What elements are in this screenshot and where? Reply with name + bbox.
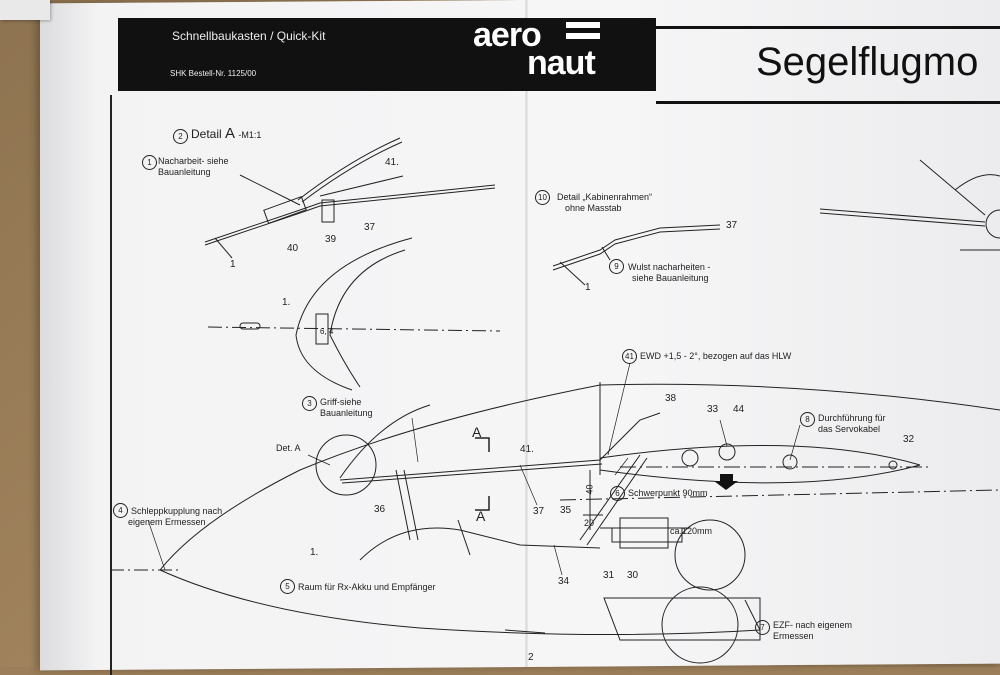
tow-note-line1: Schleppkupplung nach bbox=[131, 506, 223, 516]
section-part-1-label: 1. bbox=[282, 297, 291, 308]
detail-a-ref-label: Det. A bbox=[276, 443, 301, 453]
part-40-label: 40 bbox=[287, 243, 299, 254]
part-39-label: 39 bbox=[325, 234, 337, 245]
part-41-label: 41. bbox=[385, 157, 399, 168]
cg-note: Schwerpunkt 90mm bbox=[628, 488, 708, 498]
dim-20-label: 20 bbox=[584, 518, 595, 528]
fuselage-part-41-label: 41. bbox=[520, 444, 534, 455]
callout-9-badge: 9 bbox=[609, 259, 624, 274]
canopy-section-drawing bbox=[207, 237, 501, 391]
ezf-note-line1: EZF- nach eigenem bbox=[773, 620, 853, 630]
callout-6-badge: 6 bbox=[610, 486, 625, 501]
callout-3-badge: 3 bbox=[302, 396, 317, 411]
part-38-label: 38 bbox=[665, 393, 677, 404]
part-35-label: 35 bbox=[560, 505, 572, 516]
cabin-detail-line2: ohne Masstab bbox=[565, 203, 622, 213]
cabin-detail-drawing bbox=[552, 224, 721, 286]
callout-8-badge: 8 bbox=[800, 412, 815, 427]
part-2-label: 2 bbox=[528, 652, 534, 663]
part-44-label: 44 bbox=[733, 404, 745, 415]
rx-space-note: Raum für Rx-Akku und Empfänger bbox=[298, 582, 436, 592]
dim-120-label: ca.120mm bbox=[670, 526, 713, 536]
section-a-bottom-label: A bbox=[476, 508, 486, 524]
fuselage-part-1-label: 1. bbox=[310, 547, 319, 558]
grip-note-line1: Griff-siehe bbox=[320, 397, 362, 407]
part-31-label: 31 bbox=[603, 570, 615, 581]
servo-note-line2: das Servokabel bbox=[818, 424, 881, 434]
frame-border bbox=[110, 95, 112, 675]
dim-6-4-label: 6, 4 bbox=[320, 327, 334, 336]
brand-logo-aero: aero bbox=[473, 16, 542, 54]
ezf-note-line2: Ermessen bbox=[773, 631, 814, 641]
arrow-icon bbox=[714, 474, 738, 490]
order-number: SHK Bestell-Nr. 1125/00 bbox=[170, 69, 257, 78]
detail-a-drawing bbox=[204, 137, 496, 259]
paper-corner bbox=[0, 0, 50, 20]
wing-detail-drawing bbox=[819, 159, 1000, 251]
servo-note-line1: Durchführung für bbox=[818, 413, 886, 423]
callout-5-badge: 5 bbox=[280, 579, 295, 594]
callout-4-badge: 4 bbox=[113, 503, 128, 518]
grip-note-line2: Bauanleitung bbox=[320, 408, 373, 418]
brand-logo-naut: naut bbox=[527, 44, 596, 82]
cabin-note-line2: siehe Bauanleitung bbox=[632, 273, 709, 283]
tow-note-line2: eigenem Ermessen bbox=[128, 517, 206, 527]
title-box bbox=[656, 26, 1000, 104]
part-30-label: 30 bbox=[627, 570, 639, 581]
callout-41-badge: 41 bbox=[622, 349, 637, 364]
part-33-label: 33 bbox=[707, 404, 719, 415]
fuselage-part-37-label: 37 bbox=[533, 506, 545, 517]
ewd-note: EWD +1,5 - 2°, bezogen auf das HLW bbox=[640, 351, 792, 361]
note-rework-line1: Nacharbeit- siehe bbox=[158, 156, 229, 166]
part-34-label: 34 bbox=[558, 576, 570, 587]
cabin-detail-line1: Detail „Kabinenrahmen“ bbox=[557, 192, 653, 202]
note-rework-line2: Bauanleitung bbox=[158, 167, 211, 177]
detail-a-title: Detail A -M1:1 bbox=[191, 125, 262, 142]
callout-7-badge: 7 bbox=[755, 620, 770, 635]
callout-10-badge: 10 bbox=[535, 190, 550, 205]
fold-crease bbox=[525, 0, 528, 667]
part-32-label: 32 bbox=[903, 434, 915, 445]
callout-1-badge: 1 bbox=[142, 155, 157, 170]
part-1-label: 1 bbox=[230, 259, 236, 270]
part-37-label: 37 bbox=[364, 222, 376, 233]
section-a-top-label: A bbox=[472, 424, 482, 440]
fuselage-drawing bbox=[110, 382, 1000, 664]
brand-logo-bar bbox=[566, 22, 600, 28]
cabin-part-37-label: 37 bbox=[726, 220, 738, 231]
cabin-note-line1: Wulst nacharheiten - bbox=[628, 262, 711, 272]
kit-line: Schnellbaukasten / Quick-Kit bbox=[172, 29, 326, 43]
brand-logo-bar bbox=[566, 33, 600, 39]
dim-40-label: 40 bbox=[584, 484, 595, 495]
leader-lines bbox=[147, 362, 801, 576]
plan-title: Segelflugmo bbox=[756, 40, 979, 84]
part-36-label: 36 bbox=[374, 504, 386, 515]
callout-2-badge: 2 bbox=[173, 129, 188, 144]
header-banner bbox=[118, 18, 656, 91]
cabin-part-1-label: 1 bbox=[585, 282, 591, 293]
